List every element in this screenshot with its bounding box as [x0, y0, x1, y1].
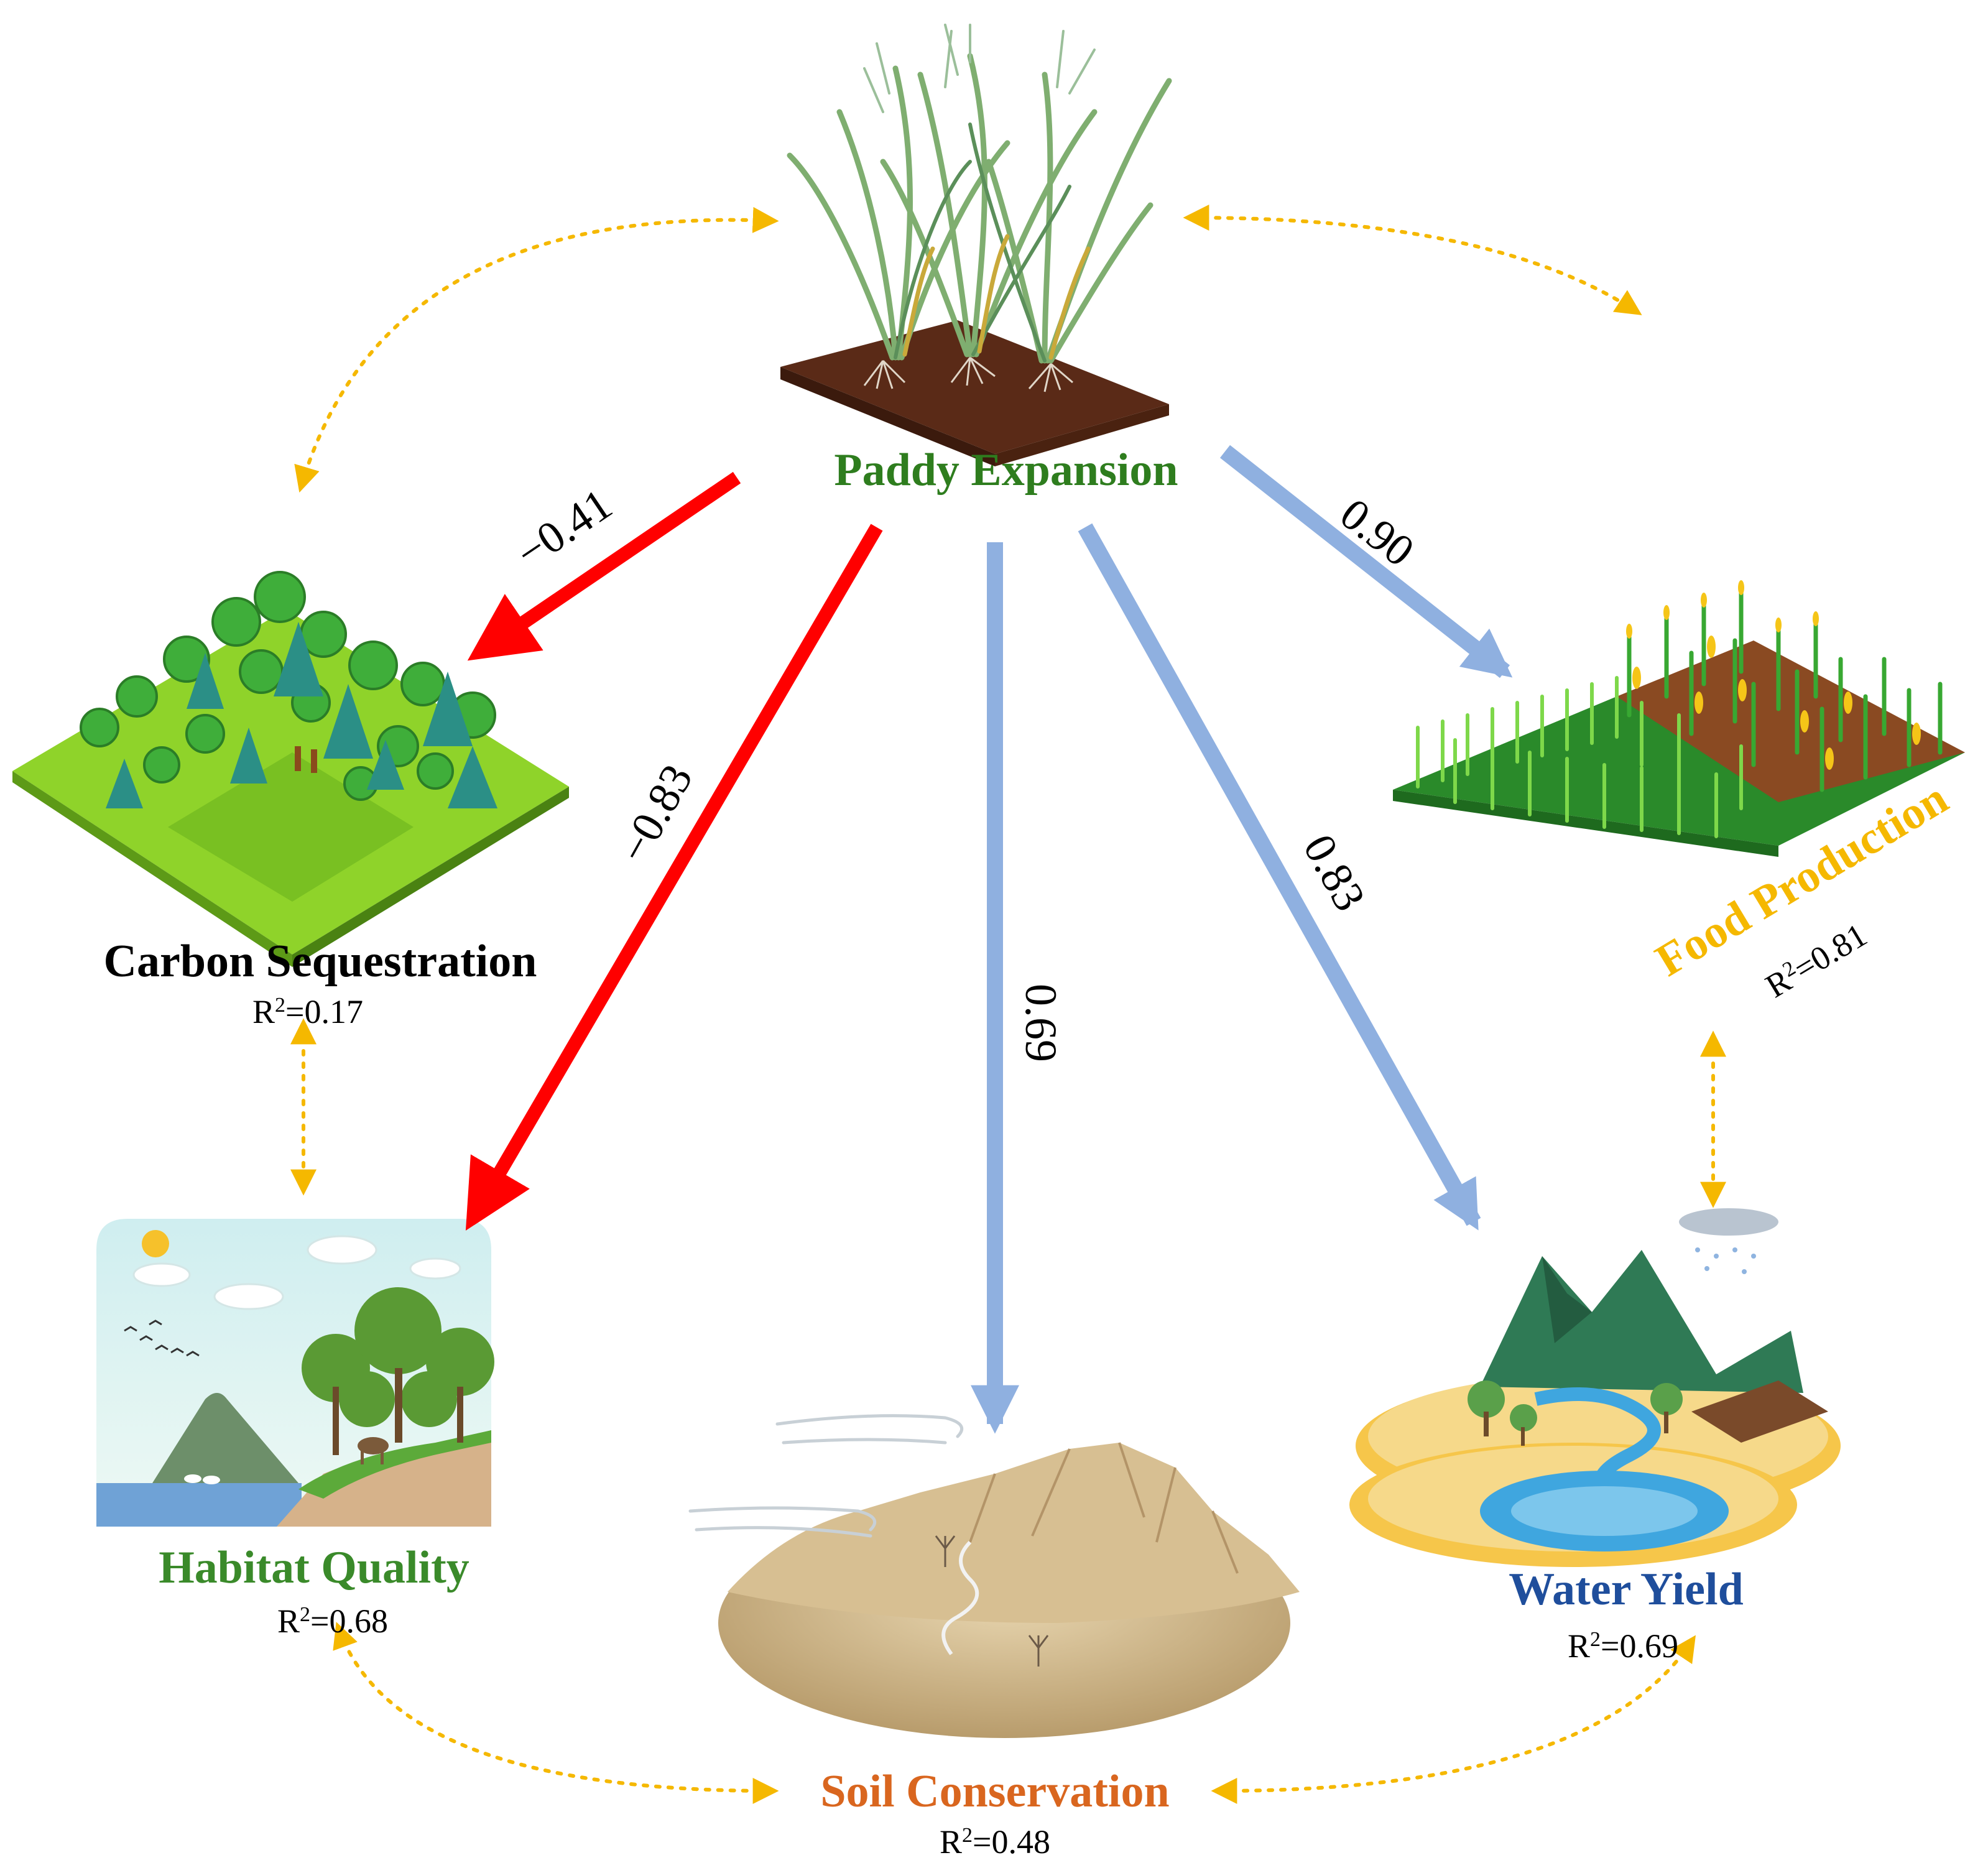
soil-illustration — [688, 1414, 1300, 1738]
tradeoff-links — [290, 205, 1726, 1804]
coefficient-labels: −0.41 −0.83 0.69 0.83 0.90 — [507, 479, 1423, 1062]
link-habitat-soil — [333, 1622, 779, 1804]
causal-arrows — [465, 445, 1513, 1434]
carbon-r2: R2=0.17 — [252, 993, 363, 1030]
paddy-illustration — [780, 24, 1172, 466]
habitat-illustration — [96, 1219, 494, 1527]
food-r2: R2=0.81 — [1759, 916, 1873, 1005]
habitat-r2: R2=0.68 — [277, 1602, 388, 1640]
arrow-paddy-to-food — [1219, 445, 1513, 678]
carbon-title: Carbon Sequestration — [104, 936, 537, 987]
coef-food: 0.90 — [1331, 489, 1424, 576]
center-title: Paddy Expansion — [834, 445, 1178, 496]
water-illustration — [1349, 1208, 1841, 1567]
link-soil-water — [1211, 1635, 1696, 1804]
coef-water: 0.83 — [1293, 826, 1375, 919]
forest-illustration — [12, 571, 569, 967]
soil-title: Soil Conservation — [820, 1766, 1169, 1817]
water-r2: R2=0.69 — [1568, 1627, 1678, 1665]
arrow-paddy-to-carbon — [467, 471, 741, 661]
food-illustration — [1393, 580, 1965, 857]
soil-r2: R2=0.48 — [940, 1823, 1050, 1861]
water-title: Water Yield — [1509, 1564, 1743, 1615]
link-paddy-carbon — [294, 206, 779, 493]
habitat-title: Habitat Quality — [159, 1542, 469, 1593]
coef-soil: 0.69 — [1016, 984, 1066, 1062]
arrow-paddy-to-habitat — [465, 524, 883, 1231]
arrow-paddy-to-water — [1078, 523, 1481, 1231]
link-paddy-food — [1183, 205, 1642, 315]
